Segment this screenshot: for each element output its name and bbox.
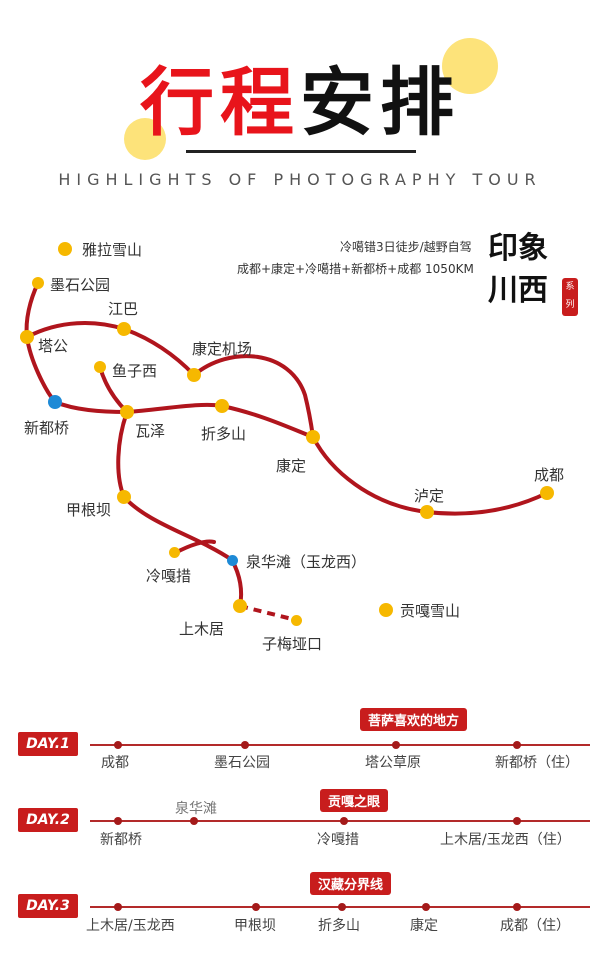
label-waze: 瓦泽 bbox=[135, 422, 166, 440]
route-airport-kangding bbox=[192, 354, 315, 439]
info-line2: 成都+康定+冷噶措+新都桥+成都 1050KM bbox=[237, 262, 474, 276]
dot-xinduqiao bbox=[48, 395, 62, 409]
dot-waze bbox=[120, 405, 134, 419]
dot-chengdu bbox=[540, 486, 554, 500]
dot-kangding bbox=[306, 430, 320, 444]
label-zimeiyakou: 子梅垭口 bbox=[262, 635, 323, 653]
day2-upper-stop: 泉华滩 bbox=[175, 801, 217, 817]
day1-stop: 新都桥（住） bbox=[495, 755, 579, 771]
decor-circle-right bbox=[442, 38, 498, 94]
day1-highlight: 菩萨喜欢的地方 bbox=[360, 708, 468, 731]
day3-dot bbox=[252, 903, 260, 911]
info-line1: 冷噶错3日徒步/越野自驾 bbox=[340, 240, 472, 254]
label-luding: 泸定 bbox=[414, 487, 445, 505]
day2-stop: 新都桥 bbox=[100, 832, 142, 848]
day1-dot bbox=[114, 741, 122, 749]
calligraphy-seal: 印象川西 系列 bbox=[488, 228, 580, 330]
route-waze-jiagenba bbox=[116, 410, 129, 499]
seal-calligraphy: 印象川西 bbox=[488, 231, 548, 308]
day1-line bbox=[90, 744, 590, 746]
label-tagong: 塔公 bbox=[38, 337, 69, 355]
dot-quanhuatan bbox=[227, 555, 238, 566]
day1-dot bbox=[241, 741, 249, 749]
label-kangding-airport: 康定机场 bbox=[192, 340, 253, 358]
day3-tag: DAY.3 bbox=[18, 894, 78, 918]
dot-luding bbox=[420, 505, 434, 519]
day2-tag: DAY.2 bbox=[18, 808, 78, 832]
day1-stop: 塔公草原 bbox=[365, 755, 421, 771]
day2-dot bbox=[190, 817, 198, 825]
label-yuzixi: 鱼子西 bbox=[112, 362, 158, 380]
dot-zimeiyakou bbox=[291, 615, 302, 626]
seal-stamp-text: 系列 bbox=[565, 282, 575, 310]
title-red: 行程 bbox=[140, 60, 300, 146]
label-jiagenba: 甲根坝 bbox=[66, 501, 112, 519]
day2-stop: 上木居/玉龙西（住） bbox=[440, 832, 571, 848]
title-underline bbox=[186, 150, 416, 153]
day3-highlight: 汉藏分界线 bbox=[310, 872, 392, 895]
route-dashed-zimei bbox=[239, 604, 297, 622]
day2-stop: 冷嘎措 bbox=[317, 832, 359, 848]
day3-dot bbox=[114, 903, 122, 911]
dot-gongga bbox=[379, 603, 393, 617]
label-xinduqiao: 新都桥 bbox=[24, 419, 70, 437]
label-lenggacuo: 冷嘎措 bbox=[146, 567, 192, 585]
label-shangmuju: 上木居 bbox=[179, 620, 225, 638]
day1-stop: 墨石公园 bbox=[214, 755, 270, 771]
dot-moshi bbox=[32, 277, 44, 289]
route-xinduqiao-waze bbox=[53, 400, 129, 414]
day1-tag: DAY.1 bbox=[18, 732, 78, 756]
label-chengdu: 成都 bbox=[534, 466, 565, 484]
day3-stop: 折多山 bbox=[318, 918, 360, 934]
dot-shangmuju bbox=[233, 599, 247, 613]
day2-dot bbox=[513, 817, 521, 825]
day1-stop: 成都 bbox=[101, 755, 129, 771]
day3-stop: 成都（住） bbox=[500, 918, 570, 934]
day2-dot bbox=[340, 817, 348, 825]
day1-dot bbox=[513, 741, 521, 749]
label-gongga: 贡嘎雪山 bbox=[400, 602, 461, 620]
day2-dot bbox=[114, 817, 122, 825]
day1-dot bbox=[392, 741, 400, 749]
day3-dot bbox=[338, 903, 346, 911]
label-jiangba: 江巴 bbox=[108, 300, 139, 318]
day3-stop: 上木居/玉龙西 bbox=[86, 918, 175, 934]
day3-stop: 康定 bbox=[410, 918, 438, 934]
decor-circle-left bbox=[124, 118, 166, 160]
page-subtitle: HIGHLIGHTS OF PHOTOGRAPHY TOUR bbox=[58, 170, 542, 189]
day3-stop: 甲根坝 bbox=[234, 918, 276, 934]
label-zheduoshan: 折多山 bbox=[201, 425, 247, 443]
label-quanhuatan: 泉华滩（玉龙西） bbox=[246, 553, 367, 571]
dot-jiagenba bbox=[117, 490, 131, 504]
dot-yuzixi bbox=[94, 361, 106, 373]
label-kangding: 康定 bbox=[276, 457, 307, 475]
day2-highlight: 贡嘎之眼 bbox=[320, 789, 389, 812]
dot-jiangba bbox=[117, 322, 131, 336]
dot-yala bbox=[58, 242, 72, 256]
day3-dot bbox=[422, 903, 430, 911]
day3-dot bbox=[513, 903, 521, 911]
title-black: 安排 bbox=[300, 60, 460, 146]
dot-kangding-airport bbox=[187, 368, 201, 382]
route-jiagenba-quanhuatan bbox=[122, 495, 234, 562]
page-title: 行程安排 bbox=[0, 58, 600, 148]
dot-zheduoshan bbox=[215, 399, 229, 413]
label-yala: 雅拉雪山 bbox=[82, 241, 143, 259]
seal-stamp: 系列 bbox=[562, 278, 578, 316]
dot-tagong bbox=[20, 330, 34, 344]
route-moshi-tagong bbox=[24, 281, 40, 339]
label-moshi: 墨石公园 bbox=[50, 276, 111, 294]
dot-lenggacuo bbox=[169, 547, 180, 558]
